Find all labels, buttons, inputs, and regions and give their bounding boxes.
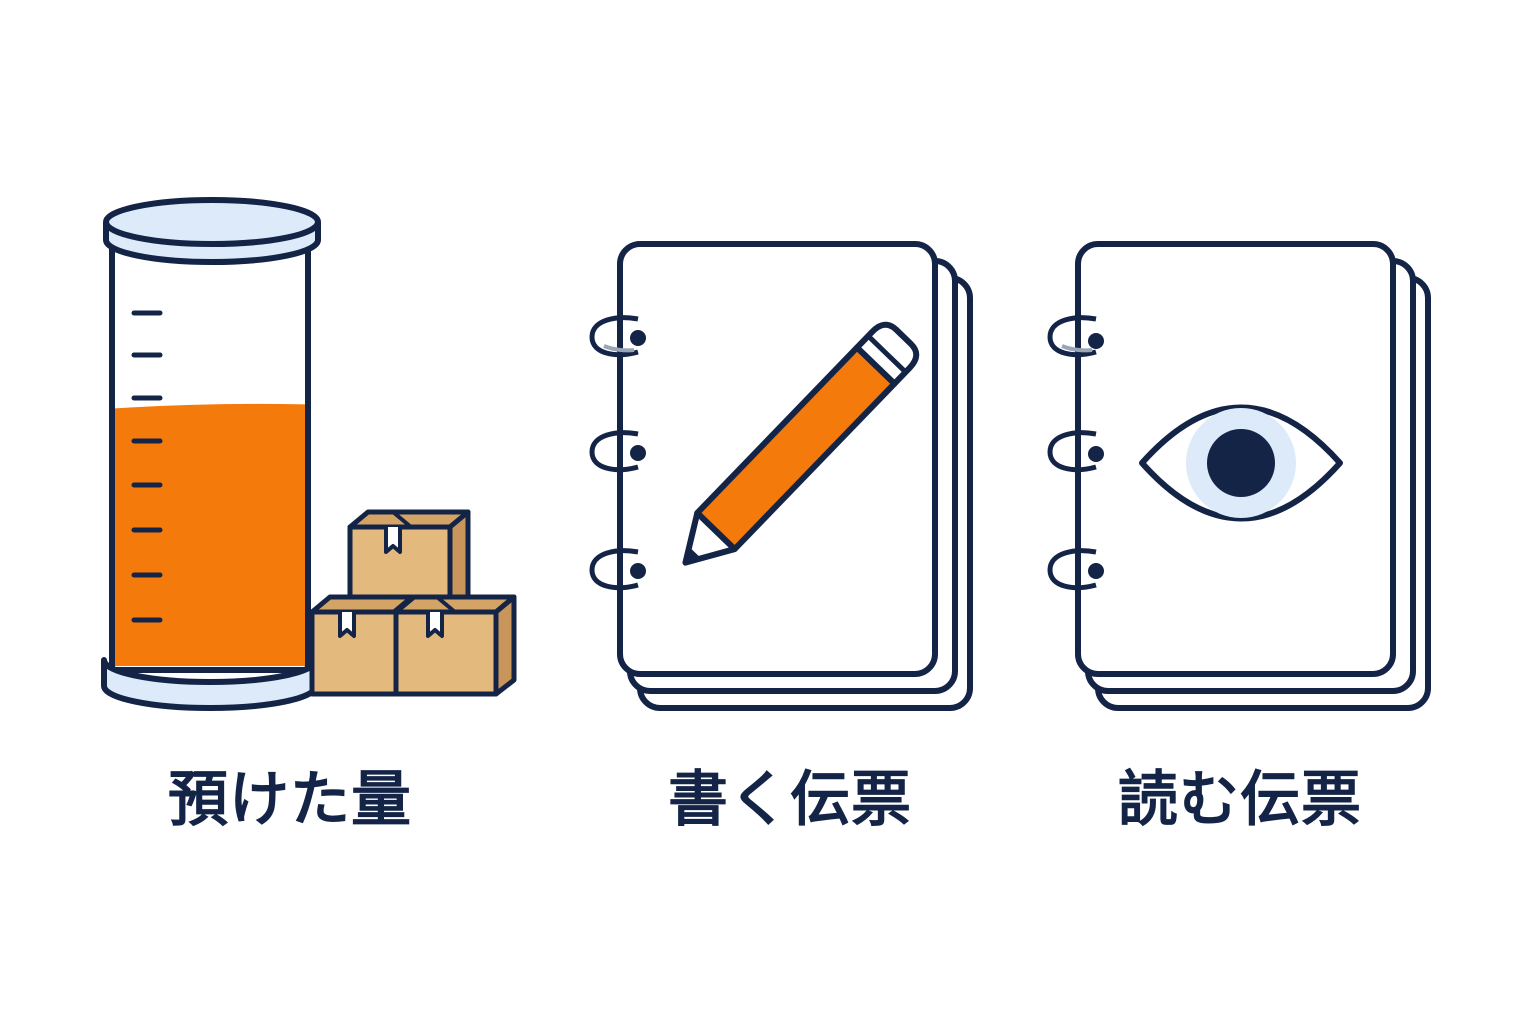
notebook-rings [589,315,646,591]
cardboard-boxes-icon [309,509,517,697]
caption-read-slip: 読む伝票 [1118,765,1362,835]
notebook-rings [1047,315,1104,591]
pencil-icon [682,321,920,566]
eye-icon [1139,404,1343,522]
caption-deposit-amount: 預けた量 [168,765,412,835]
deposit-panel [101,197,517,711]
write-slip-panel [589,241,973,711]
measuring-cylinder-icon [101,197,321,711]
read-slip-panel [1047,241,1431,711]
box-bottom-right [393,594,517,697]
box-bottom-left [309,594,415,697]
caption-write-slip: 書く伝票 [668,765,912,835]
cylinder-liquid [115,403,305,666]
cylinder-scale-marks [131,310,163,623]
